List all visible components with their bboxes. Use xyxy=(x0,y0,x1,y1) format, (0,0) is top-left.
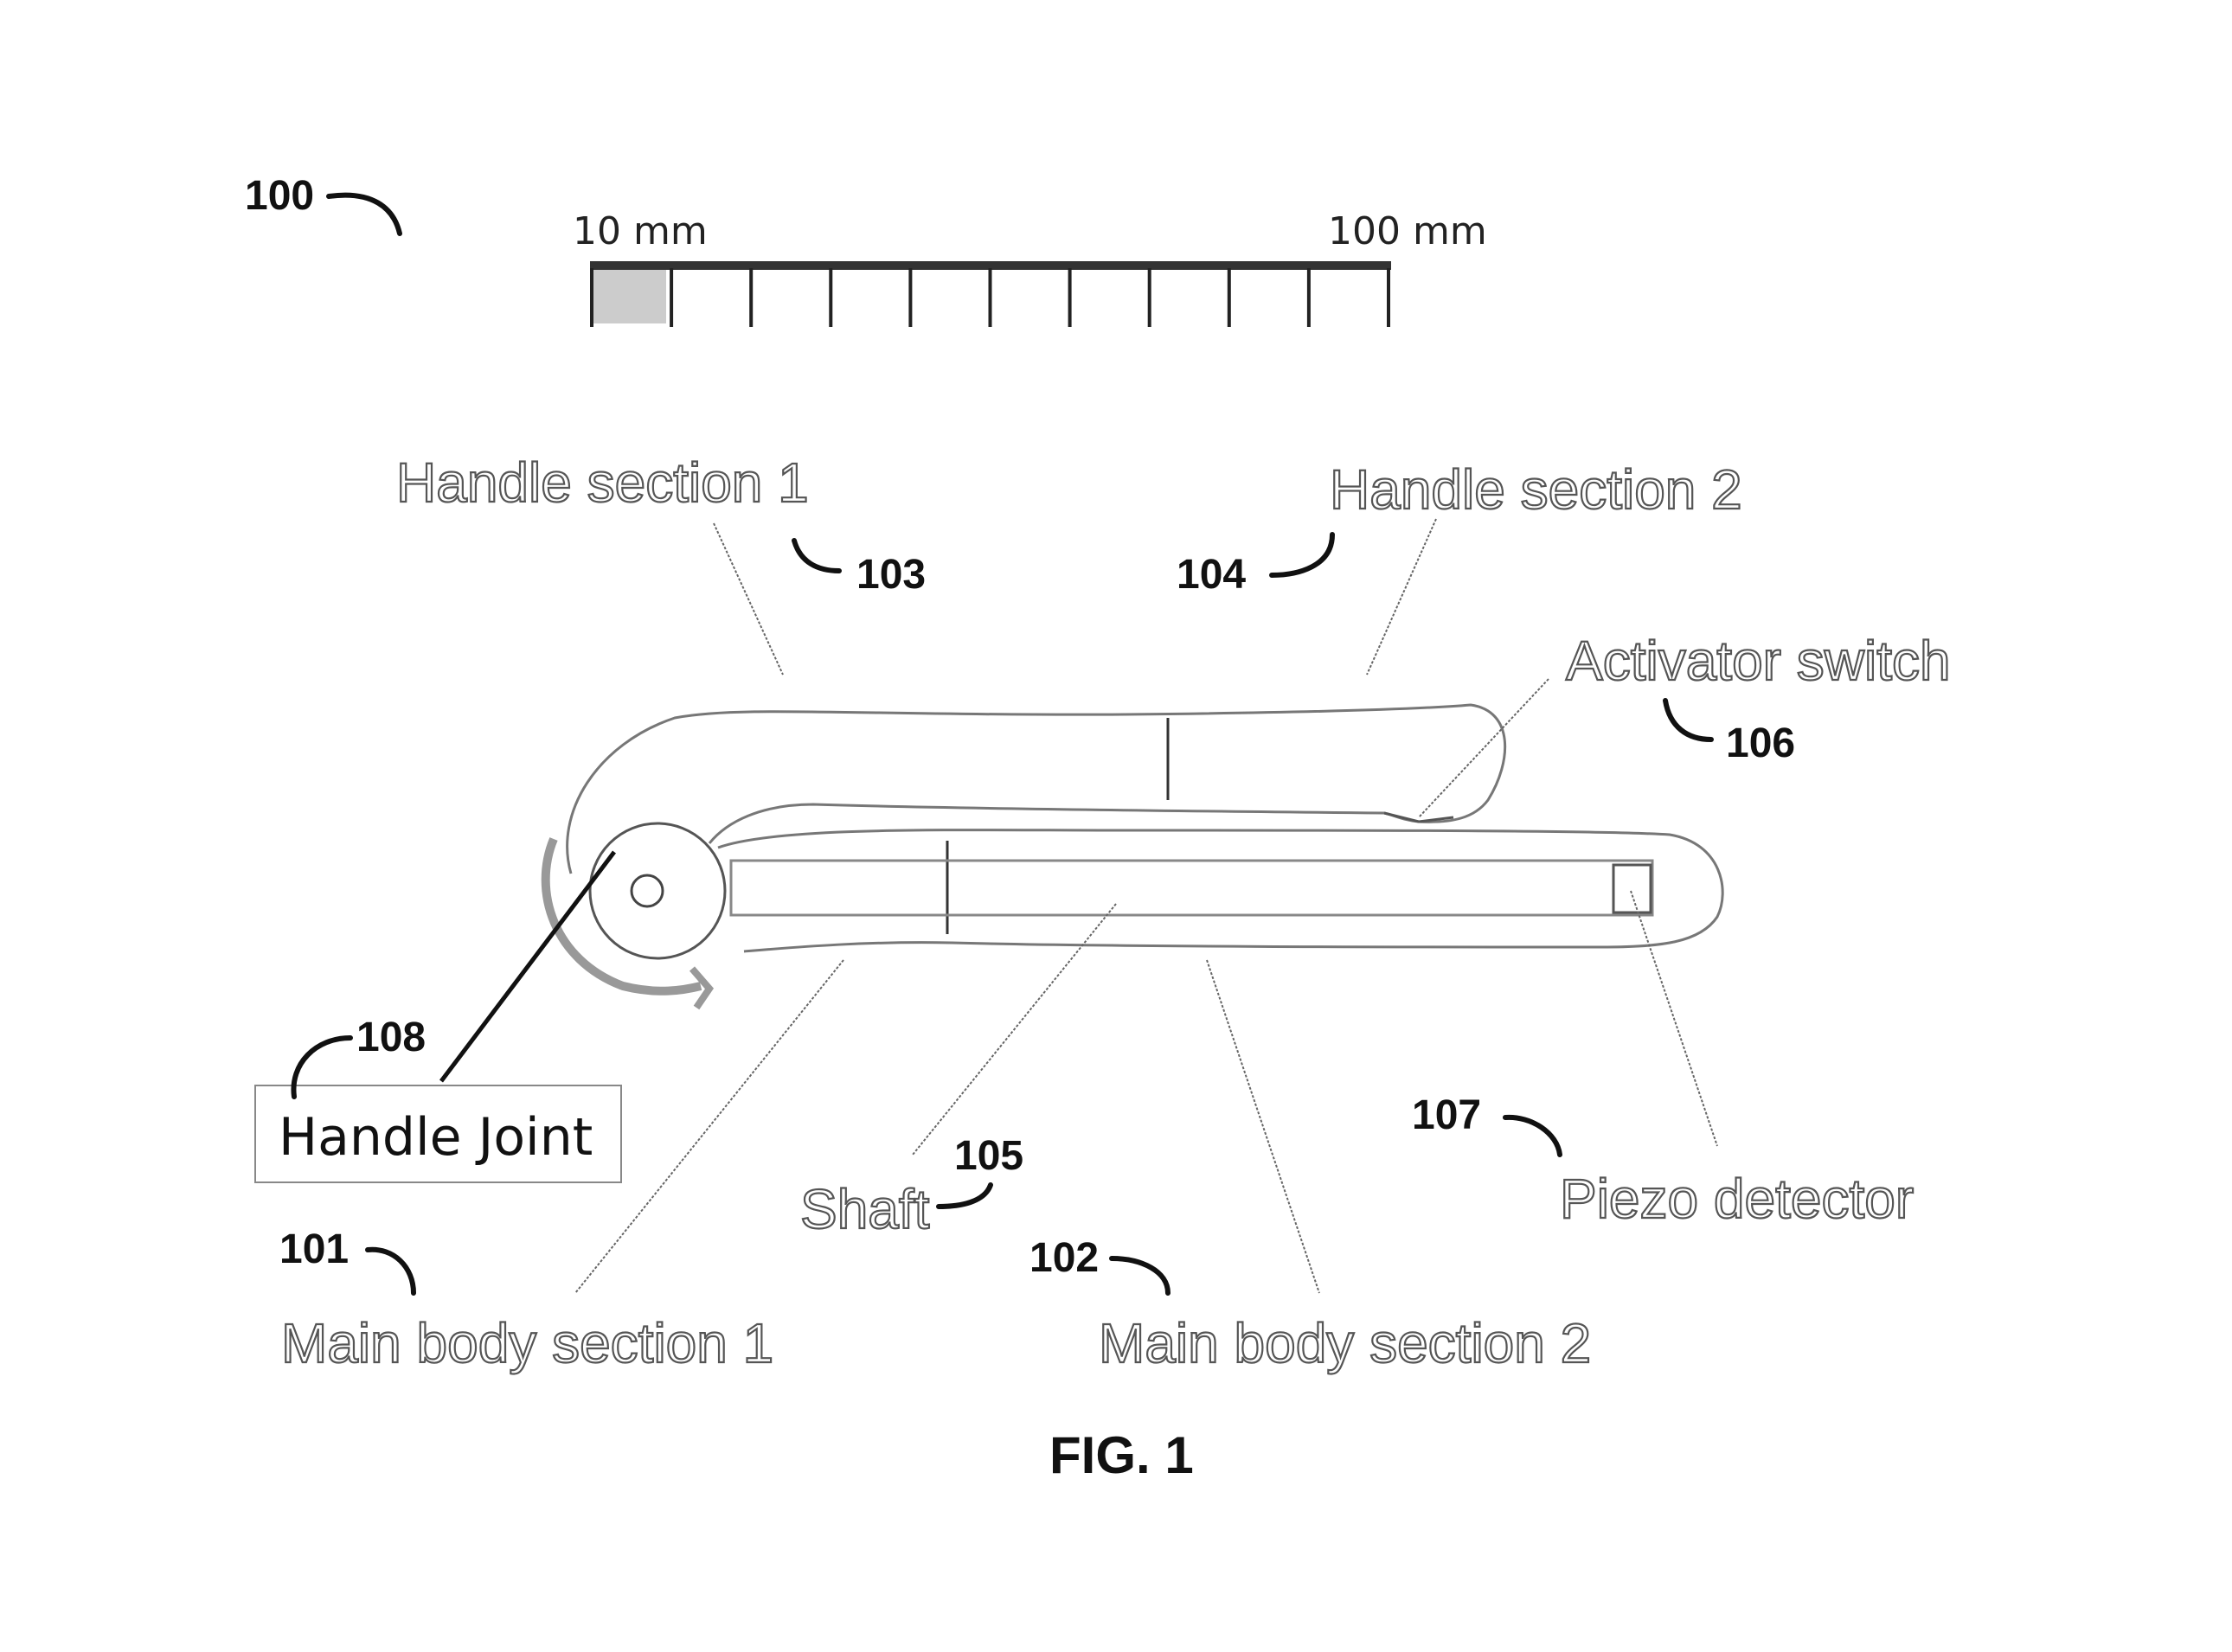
hook-105 xyxy=(936,1182,993,1209)
handle-outline xyxy=(566,703,1507,874)
leader-shaft xyxy=(912,903,1117,1156)
hook-103 xyxy=(792,538,842,573)
figure-ref-100: 100 xyxy=(245,173,314,219)
leader-activator-switch xyxy=(1418,678,1549,818)
piezo-element xyxy=(1612,863,1652,914)
activator-switch-shape xyxy=(1383,811,1454,823)
joint-pivot xyxy=(630,874,664,908)
ref-105: 105 xyxy=(954,1133,1023,1179)
ref-103: 103 xyxy=(856,552,926,598)
label-main-body-section-1: Main body section 1 xyxy=(281,1312,773,1374)
scale-bar-line xyxy=(590,261,1391,270)
label-activator-switch: Activator switch xyxy=(1566,630,1951,692)
figure-caption: FIG. 1 xyxy=(1049,1426,1194,1484)
ref-104: 104 xyxy=(1177,552,1246,598)
scale-bar-ticks xyxy=(590,268,1390,327)
figure-ref-100-hook xyxy=(326,192,402,236)
hook-106 xyxy=(1663,698,1714,742)
leader-handle-section-1 xyxy=(713,522,784,676)
hook-108 xyxy=(291,1035,353,1099)
ref-106: 106 xyxy=(1726,720,1795,766)
scale-bar: 10 mm 100 mm xyxy=(573,209,1487,327)
label-handle-section-2: Handle section 2 xyxy=(1330,458,1742,521)
hook-104 xyxy=(1269,532,1335,578)
ref-108: 108 xyxy=(356,1015,426,1060)
leader-piezo-detector xyxy=(1630,890,1718,1147)
label-main-body-section-2: Main body section 2 xyxy=(1099,1312,1591,1374)
leader-handle-section-2 xyxy=(1366,518,1437,676)
main-body-outline xyxy=(717,829,1724,953)
hook-102 xyxy=(1109,1256,1171,1296)
handle-joint-box xyxy=(254,1085,622,1183)
rotation-arrow-head xyxy=(689,966,715,1010)
scale-label-start: 10 mm xyxy=(573,209,708,253)
label-handle-joint: Handle Joint xyxy=(279,1107,593,1168)
leader-handle-joint xyxy=(439,850,616,1083)
hook-101 xyxy=(365,1246,416,1296)
hook-107 xyxy=(1503,1114,1562,1157)
label-handle-section-1: Handle section 1 xyxy=(396,451,809,514)
joint-housing xyxy=(588,822,727,960)
ref-102: 102 xyxy=(1029,1235,1099,1281)
rotation-arrow-arc xyxy=(541,837,702,996)
shaft-body xyxy=(729,859,1654,917)
leader-main-body-section-2 xyxy=(1206,959,1320,1294)
ref-107: 107 xyxy=(1412,1092,1481,1138)
label-shaft: Shaft xyxy=(800,1178,930,1240)
leader-main-body-section-1 xyxy=(574,959,844,1294)
device-drawing xyxy=(541,703,1724,1010)
scale-label-end: 100 mm xyxy=(1328,209,1487,253)
label-piezo-detector: Piezo detector xyxy=(1560,1168,1914,1230)
ref-101: 101 xyxy=(279,1226,349,1272)
scale-bar-first-unit xyxy=(592,270,666,323)
